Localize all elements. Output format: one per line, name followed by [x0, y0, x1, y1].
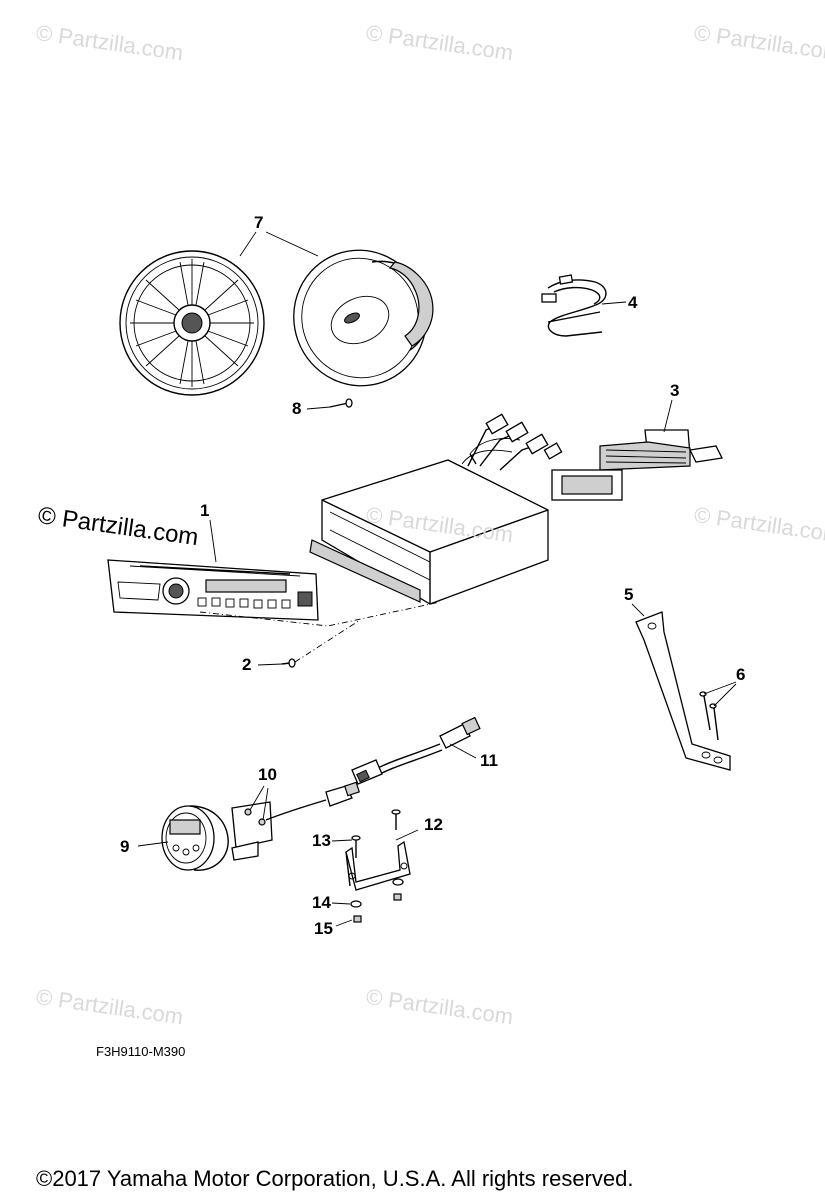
callout-6: 6 [736, 665, 746, 684]
speaker-body [293, 249, 434, 387]
callout-5: 5 [624, 585, 634, 604]
remote-display [137, 801, 273, 871]
callout-7: 7 [254, 213, 264, 232]
callout-14: 14 [312, 893, 331, 912]
adapter-harness [551, 429, 723, 501]
chassis-plugs [467, 413, 563, 471]
chassis-screw [257, 619, 361, 668]
extension-cable [351, 716, 481, 785]
leader-3 [663, 399, 673, 433]
washers-and-nuts [331, 878, 404, 927]
head-unit-chassis [309, 438, 549, 605]
head-unit-faceplate [107, 559, 319, 621]
callout-15: 15 [314, 919, 333, 938]
speaker-grille [119, 250, 265, 396]
remote-screws [244, 785, 269, 826]
leader-4 [601, 301, 627, 305]
speaker-screw [306, 398, 353, 410]
copyright-notice: ©2017 Yamaha Motor Corporation, U.S.A. A… [36, 1166, 634, 1191]
leader-7a [239, 231, 257, 257]
callout-3: 3 [670, 381, 680, 400]
remote-cable [265, 781, 361, 821]
callout-10: 10 [258, 765, 277, 784]
leader-1 [209, 519, 217, 563]
mounting-bracket [635, 611, 731, 771]
callout-2: 2 [242, 655, 252, 674]
bracket-screws [699, 681, 737, 741]
callout-12: 12 [424, 815, 443, 834]
remote-bracket [345, 829, 419, 891]
leader-5 [631, 603, 645, 617]
callout-1: 1 [200, 501, 210, 520]
bracket-bolts [331, 809, 401, 858]
callout-8: 8 [292, 399, 302, 418]
wire-harness [541, 274, 607, 337]
leader-7b [265, 231, 319, 257]
callout-4: 4 [628, 293, 638, 312]
callout-11: 11 [480, 751, 498, 770]
callout-9: 9 [120, 837, 130, 856]
figure-code: F3H9110-M390 [96, 1044, 186, 1059]
callout-13: 13 [312, 831, 331, 850]
